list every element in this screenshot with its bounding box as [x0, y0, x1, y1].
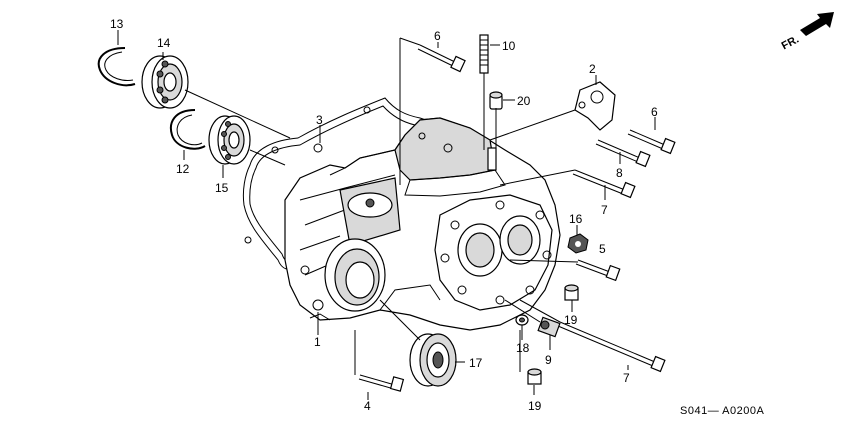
part-label-15: 15 — [215, 181, 229, 195]
ball-bearing-15 — [208, 115, 251, 165]
bolt-9 — [595, 139, 651, 168]
part-label-18: 18 — [516, 341, 530, 355]
part-label-19-upper: 19 — [564, 313, 578, 327]
part-label-16: 16 — [569, 212, 583, 226]
nut-16 — [567, 233, 589, 254]
bolt-7 — [572, 169, 636, 199]
part-label-8: 7 — [623, 371, 630, 385]
stud-bolt-11 — [479, 34, 489, 74]
part-label-7: 7 — [601, 203, 608, 217]
part-label-1: 1 — [314, 335, 321, 349]
oil-seal-17 — [409, 333, 457, 387]
part-label-4: 4 — [364, 399, 371, 413]
part-label-9: 8 — [616, 166, 623, 180]
transmission-case — [284, 117, 561, 331]
snap-ring-13 — [97, 47, 136, 87]
part-label-12: 12 — [176, 162, 190, 176]
part-label-6-top: 6 — [434, 29, 441, 43]
diagram-code: S041— A0200A — [680, 405, 764, 417]
washer-18 — [515, 314, 529, 326]
bolt-5 — [575, 259, 621, 282]
part-label-20: 20 — [517, 94, 531, 108]
bolt-8 — [557, 321, 666, 373]
dowel-pin-19-upper — [564, 284, 579, 301]
part-label-14: 14 — [157, 36, 171, 50]
drain-plug-10 — [537, 316, 561, 338]
dowel-pin-20 — [489, 91, 503, 110]
part-label-11: 10 — [502, 39, 516, 53]
part-label-5: 5 — [599, 242, 606, 256]
leader-lines — [117, 30, 656, 400]
bolt-6-top — [417, 44, 466, 73]
bolt-6-right — [627, 129, 676, 155]
part-label-3: 3 — [316, 113, 323, 127]
part-label-2: 2 — [589, 62, 596, 76]
dowel-pin-19-lower — [527, 368, 542, 385]
ball-bearing-14 — [141, 55, 189, 109]
part-label-17: 17 — [469, 356, 483, 370]
part-labels: 13 14 12 15 3 6 10 20 2 6 8 7 16 5 19 18… — [110, 17, 658, 413]
snap-ring-12 — [170, 109, 206, 150]
part-label-10: 9 — [545, 353, 552, 367]
front-direction-label: FR. — [780, 33, 801, 52]
front-direction-arrow-icon: FR. — [780, 12, 834, 52]
part-label-13: 13 — [110, 17, 124, 31]
part-label-6-right: 6 — [651, 105, 658, 119]
part-label-19-lower: 19 — [528, 399, 542, 413]
bolt-4 — [358, 374, 405, 392]
bracket-2 — [574, 81, 616, 131]
